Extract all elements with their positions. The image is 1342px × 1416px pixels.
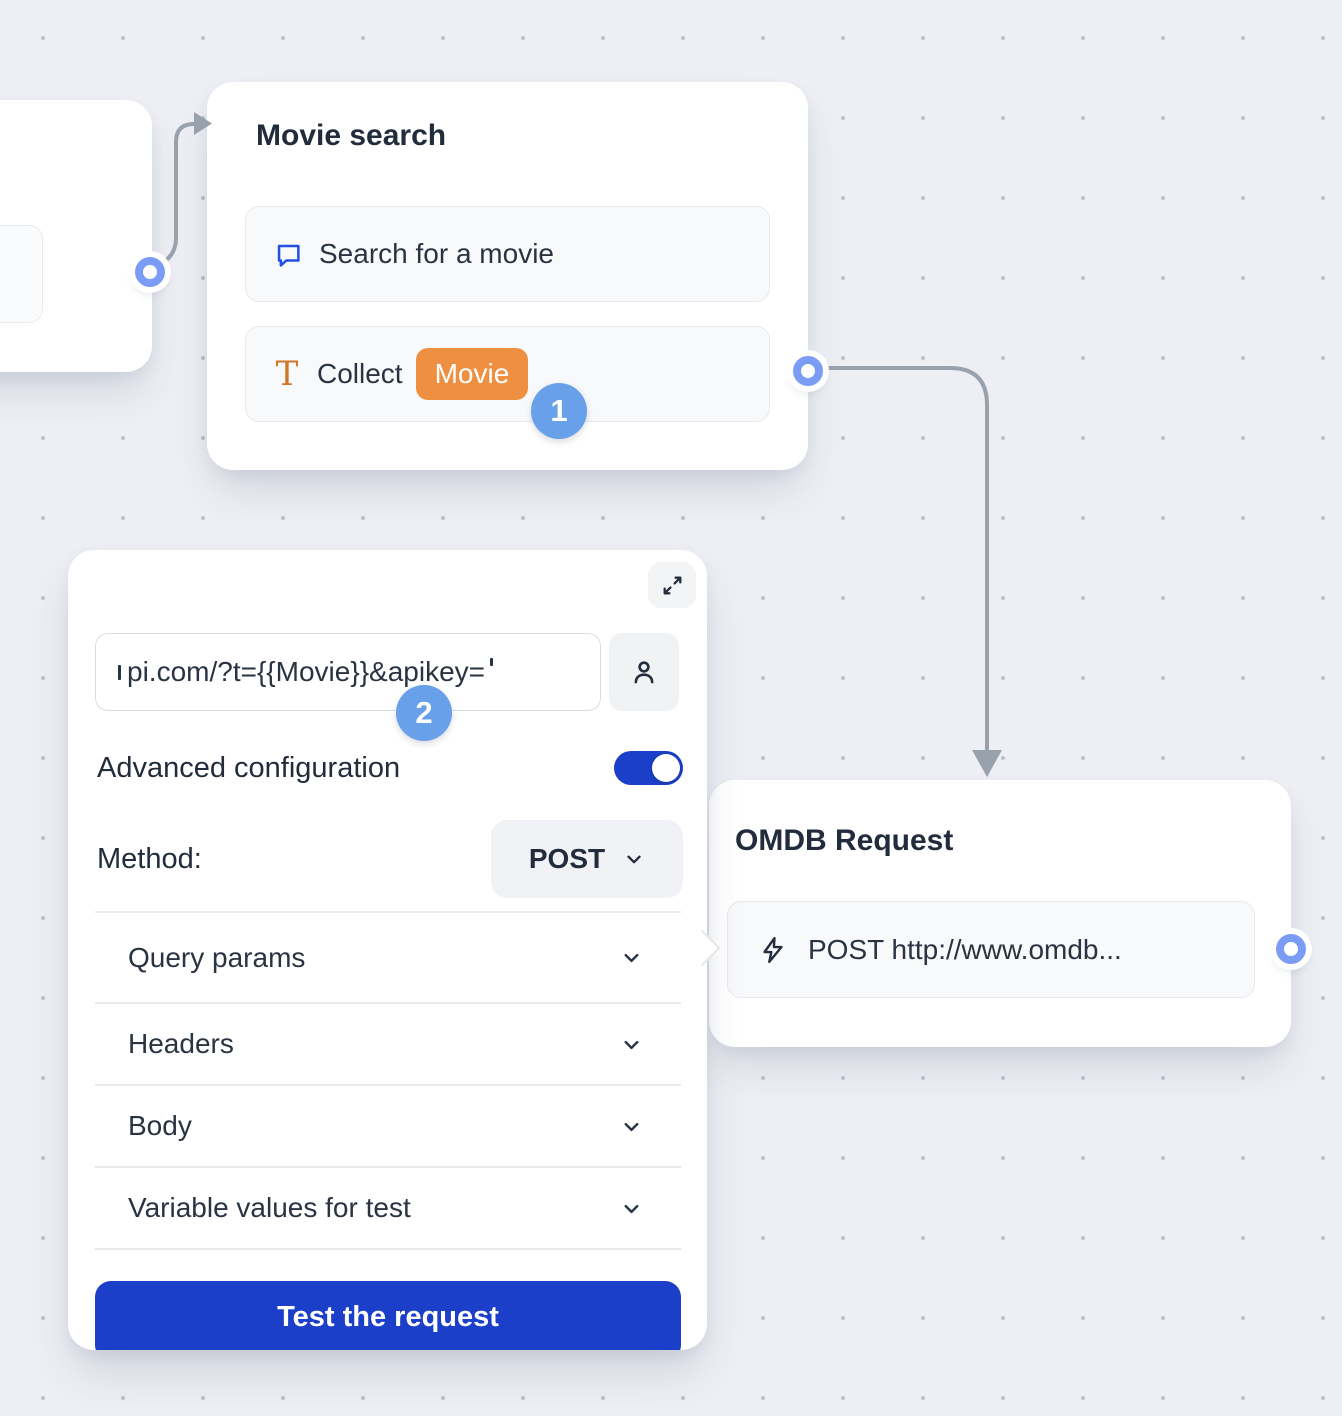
url-value: pi.com/?t={{Movie}}&apikey= (127, 656, 486, 687)
expand-icon (660, 573, 685, 598)
omdb-request-node[interactable]: OMDB Request POST http://www.omdb... (709, 780, 1291, 1047)
node-title: OMDB Request (735, 824, 954, 857)
question-text-block[interactable]: Search for a movie (245, 206, 770, 302)
user-icon (629, 657, 659, 687)
toggle-knob (652, 754, 680, 782)
advanced-configuration-toggle[interactable] (614, 751, 683, 785)
expand-button[interactable] (648, 562, 696, 608)
step-badge-2: 2 (396, 685, 452, 741)
item-label: POST http://www.omdb... (808, 933, 1122, 965)
advanced-configuration-label: Advanced configuration (97, 751, 401, 784)
user-variable-button[interactable] (609, 633, 679, 711)
section-body[interactable]: Body (95, 1084, 681, 1166)
partial-node[interactable] (0, 100, 152, 372)
connector-port[interactable] (1276, 934, 1306, 964)
chevron-down-icon (624, 1040, 639, 1049)
chevron-down-icon (624, 953, 639, 963)
lightning-icon (758, 935, 788, 965)
item-label: Search for a movie (319, 238, 554, 269)
test-request-button[interactable]: Test the request (95, 1281, 681, 1350)
connector-port[interactable] (793, 356, 823, 386)
chevron-down-icon (624, 1122, 639, 1131)
clipped-char (118, 664, 121, 680)
step-badge-1: 1 (531, 383, 587, 439)
section-variable-values[interactable]: Variable values for test (95, 1166, 681, 1248)
chat-bubble-icon (273, 240, 302, 269)
text-input-icon: T (275, 354, 299, 394)
section-query-params[interactable]: Query params (95, 911, 681, 1002)
webhook-request-block[interactable]: POST http://www.omdb... (727, 901, 1255, 998)
method-value: POST (528, 843, 606, 874)
method-dropdown[interactable]: POST (491, 820, 683, 898)
chevron-down-icon (624, 1204, 639, 1213)
collapsible-sections: Query params Headers Body Variable value… (95, 911, 681, 1250)
variable-chip[interactable]: Movie (415, 348, 529, 400)
collect-variable-block[interactable]: T Collect Movie (245, 326, 770, 422)
webhook-config-panel[interactable]: pi.com/?t={{Movie}}&apikey= Advanced con… (68, 550, 707, 1350)
node-item[interactable] (0, 225, 43, 323)
method-row: Method: POST (97, 820, 683, 898)
connector-port[interactable] (135, 257, 165, 287)
test-request-label: Test the request (277, 1301, 499, 1333)
wire-movie-to-omdb (816, 366, 989, 754)
method-label: Method: (97, 842, 202, 875)
arrowhead-down-icon (972, 750, 1002, 777)
item-label: Collect (317, 358, 403, 389)
url-input[interactable]: pi.com/?t={{Movie}}&apikey= (95, 633, 601, 711)
node-title: Movie search (256, 119, 447, 152)
chevron-down-icon (627, 855, 641, 864)
wire-left-to-movie (154, 122, 199, 268)
movie-search-node[interactable]: Movie search Search for a movie T Collec… (207, 82, 808, 470)
advanced-configuration-row: Advanced configuration (97, 749, 683, 787)
clipped-char (490, 658, 494, 666)
section-headers[interactable]: Headers (95, 1002, 681, 1084)
